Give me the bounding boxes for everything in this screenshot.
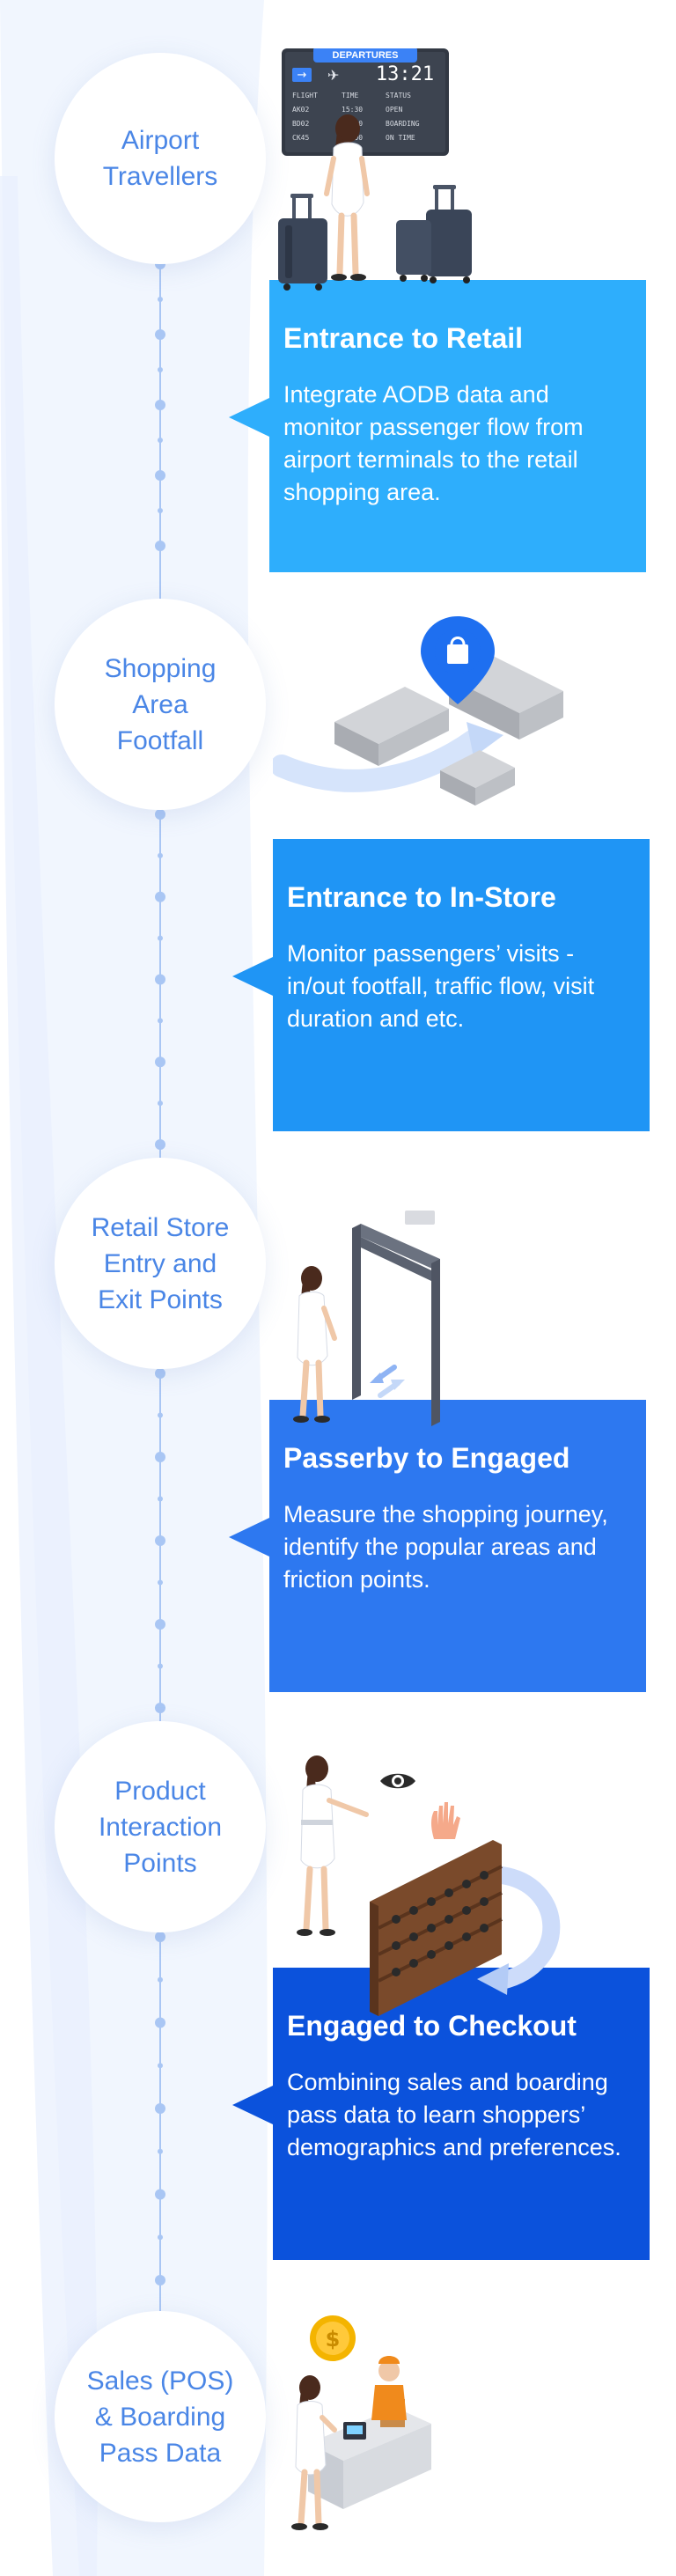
card-text: Measure the shopping journey, identify t… <box>283 1501 608 1593</box>
connector-dot <box>155 2017 165 2028</box>
svg-text:$: $ <box>326 2327 341 2352</box>
stage-product-interaction-points: Product Interaction Points <box>55 1721 266 1932</box>
svg-text:BD02: BD02 <box>292 120 309 128</box>
connector-dot <box>155 470 165 481</box>
connector-dot <box>158 1412 163 1418</box>
connector-dot <box>158 1496 163 1502</box>
connector-dot <box>155 1932 165 1942</box>
card-engaged-to-checkout: Engaged to Checkout Combining sales and … <box>232 1968 650 2260</box>
connector-dot <box>155 1703 165 1713</box>
shopping-bag-pin-icon <box>273 616 563 806</box>
connector-dot <box>158 2148 163 2154</box>
connector-dot <box>155 1056 165 1068</box>
svg-text:✈: ✈ <box>327 67 339 84</box>
eye-icon <box>380 1773 415 1789</box>
connector-dot <box>155 2103 165 2114</box>
connector-dot <box>155 400 165 410</box>
svg-text:BOARDING: BOARDING <box>386 120 420 128</box>
stage-label: Shopping Area Footfall <box>104 653 217 755</box>
stage-label: Sales (POS) & Boarding Pass Data <box>86 2366 234 2468</box>
connector-dot <box>158 852 163 858</box>
connector-dot <box>158 1579 163 1586</box>
stage-label: Retail Store Entry and Exit Points <box>91 1212 230 1314</box>
departure-board-icon: DEPARTURES → ✈ 13:21 FLIGHT TIME STATUS … <box>282 48 449 156</box>
connector-dot <box>155 1619 165 1630</box>
stage-label: Product Interaction Points <box>98 1776 223 1878</box>
board-col-time: TIME <box>342 92 358 99</box>
stage-retail-store-entry-exit: Retail Store Entry and Exit Points <box>55 1158 266 1369</box>
connector-dot <box>158 367 163 372</box>
traveller-icon <box>297 1755 369 1936</box>
board-col-flight: FLIGHT <box>292 92 318 99</box>
traveller-icon <box>324 114 370 281</box>
connector-dot <box>155 974 165 985</box>
connector-dot <box>155 2275 165 2285</box>
connector-dot <box>158 935 163 941</box>
stage-label: Airport Travellers <box>102 126 218 191</box>
stage-shopping-area-footfall: Shopping Area Footfall <box>55 599 266 810</box>
svg-text:ON TIME: ON TIME <box>386 134 415 142</box>
connector-dot <box>155 809 165 820</box>
board-heading: DEPARTURES <box>333 50 399 61</box>
connector-dot <box>155 2189 165 2200</box>
card-title: Entrance to Retail <box>283 322 524 354</box>
connector-dot <box>155 1452 165 1462</box>
svg-text:OPEN: OPEN <box>386 106 402 114</box>
suitcase-icon <box>396 185 472 283</box>
traveller-icon <box>293 1266 337 1423</box>
stage-sales-pos-boarding-pass: Sales (POS) & Boarding Pass Data <box>55 2311 266 2522</box>
board-time: 13:21 <box>376 63 434 85</box>
card-title: Entrance to In-Store <box>287 881 556 913</box>
connector-dot <box>155 1139 165 1150</box>
connector-dot <box>155 541 165 551</box>
connector-dot <box>158 1100 163 1107</box>
connector-dot <box>158 438 163 443</box>
connector-dot <box>158 2063 163 2069</box>
traveller-icon <box>291 2375 337 2530</box>
card-text: Integrate AODB data and monitor passenge… <box>283 381 584 505</box>
svg-text:→: → <box>298 69 307 82</box>
svg-text:AK02: AK02 <box>292 106 309 114</box>
card-text: Monitor passengers’ visits - in/out foot… <box>287 940 595 1032</box>
connector-dot <box>158 297 163 302</box>
connector-dot <box>155 329 165 340</box>
svg-text:CK45: CK45 <box>292 134 309 142</box>
card-entrance-to-in-store: Entrance to In-Store Monitor passengers’… <box>232 839 650 1131</box>
card-entrance-to-retail: Entrance to Retail Integrate AODB data a… <box>229 280 646 572</box>
connector-dot <box>155 891 165 902</box>
board-col-status: STATUS <box>386 92 411 99</box>
hand-icon <box>431 1802 460 1839</box>
card-title: Engaged to Checkout <box>287 2010 577 2042</box>
connector-dot <box>158 1018 163 1024</box>
connector-dot <box>155 1368 165 1379</box>
coin-icon: $ <box>310 2315 356 2361</box>
card-passerby-to-engaged: Passerby to Engaged Measure the shopping… <box>229 1400 646 1692</box>
connector-dot <box>158 1976 163 1983</box>
connector-dot <box>158 1663 163 1669</box>
connector-dot <box>155 1535 165 1546</box>
suitcase-icon <box>278 194 327 291</box>
wine-shelf-icon <box>370 1840 561 2016</box>
card-text: Combining sales and boarding pass data t… <box>287 2069 621 2160</box>
svg-text:15:30: 15:30 <box>342 106 363 114</box>
connector-dot <box>158 508 163 513</box>
connector-dot <box>158 2234 163 2241</box>
stage-airport-travellers: Airport Travellers <box>55 53 266 264</box>
card-title: Passerby to Engaged <box>283 1442 570 1474</box>
security-gate-icon <box>352 1211 440 1426</box>
